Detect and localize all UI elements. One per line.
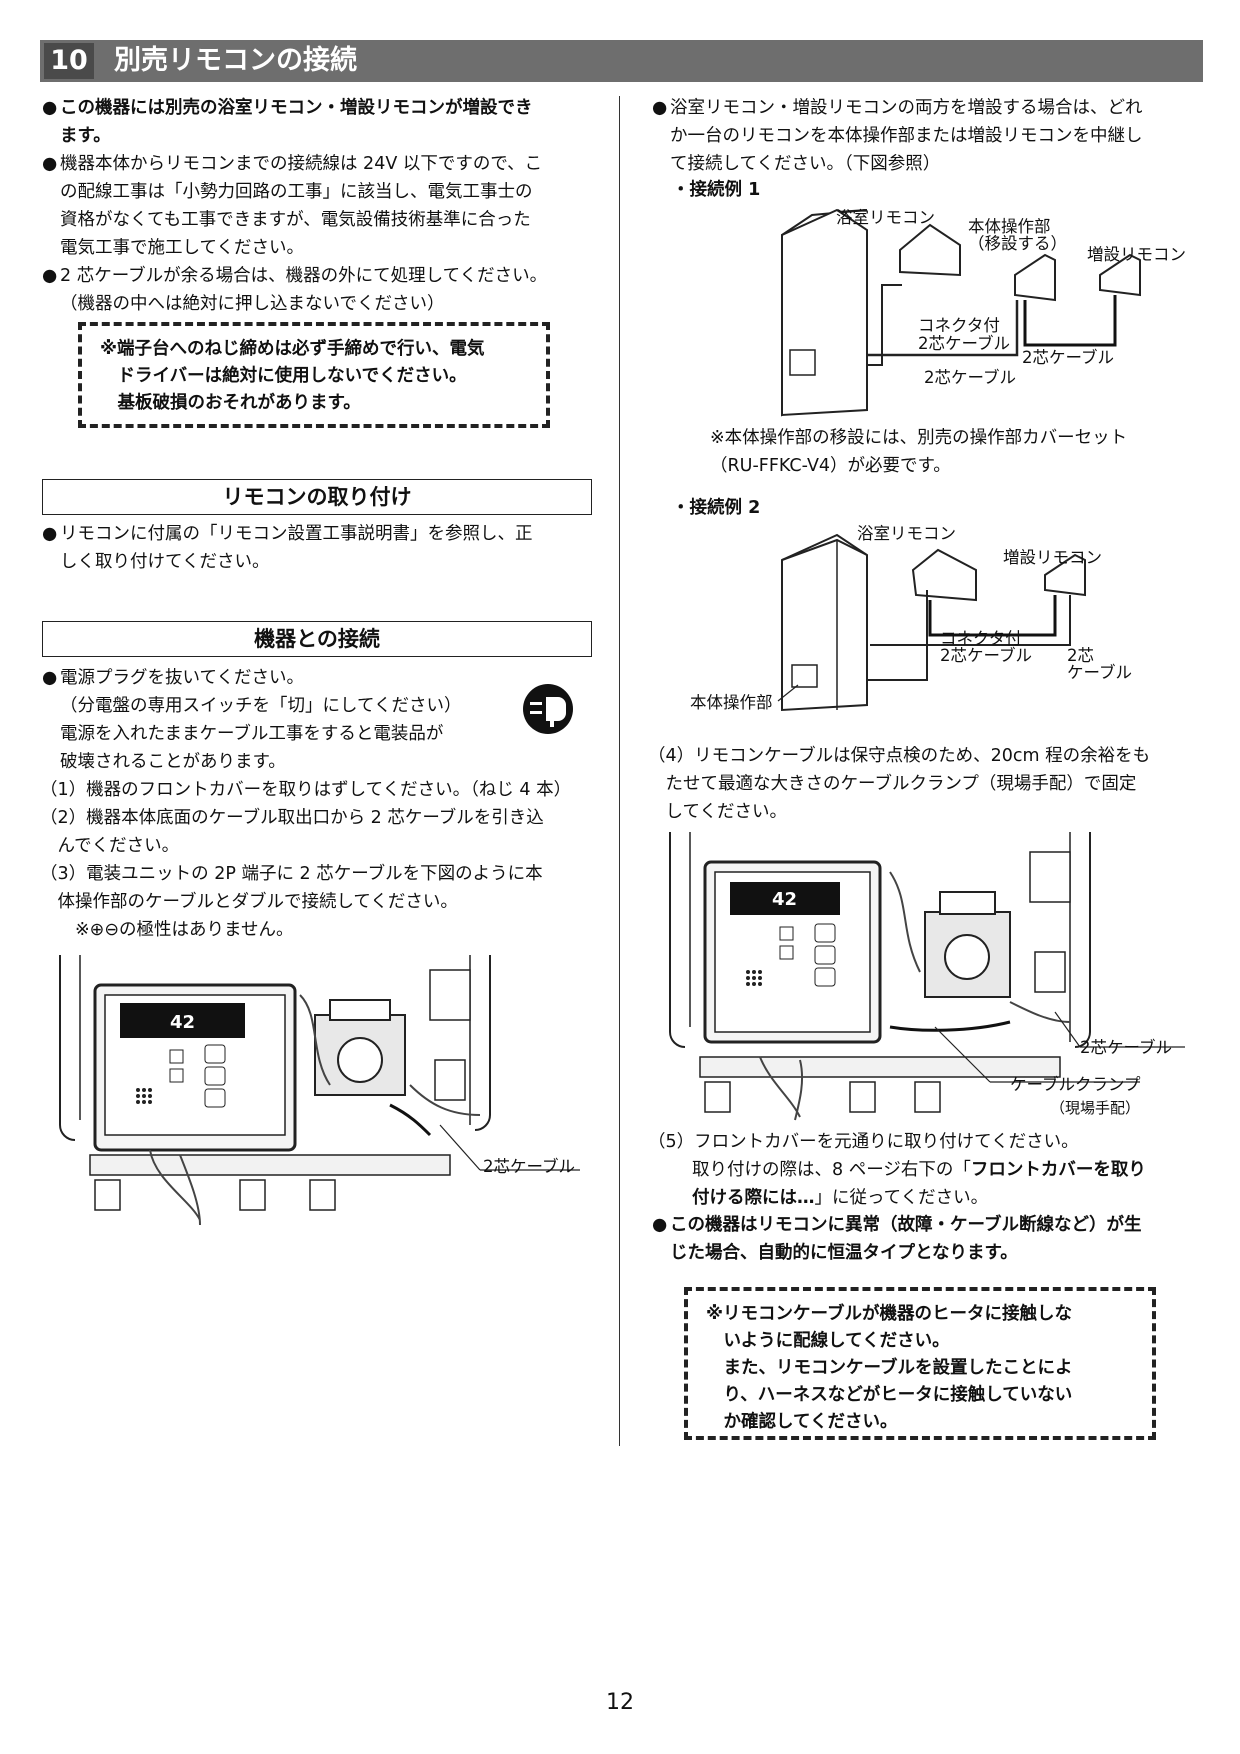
- left-intro: ● この機器には別売の浴室リモコン・増設リモコンが増設でき ます。 ● 機器本体…: [42, 94, 600, 318]
- label-connector-cable-1: 2芯ケーブル: [918, 334, 1011, 353]
- section-heading-connect: 機器との接続: [42, 621, 592, 657]
- right-intro: ● 浴室リモコン・増設リモコンの両方を増設する場合は、どれ か一台のリモコンを本…: [652, 98, 1143, 174]
- section-title: 別売リモコンの接続: [114, 45, 357, 76]
- clamp-sub-label: （現場手配）: [1050, 1099, 1141, 1117]
- label-main-panel-1: 本体操作部: [968, 217, 1051, 236]
- label-extra-remote-1: 増設リモコン: [1087, 245, 1186, 264]
- label-relocate: （移設する）: [968, 234, 1067, 253]
- label-two-core-cable: ケーブル: [1067, 663, 1133, 682]
- steps-left: （1）機器のフロントカバーを取りはずしてください。（ねじ 4 本） （2）機器本…: [40, 780, 572, 940]
- step4-text: （4）リモコンケーブルは保守点検のため、20cm 程の余裕をも たせて最適な大き…: [648, 746, 1151, 822]
- connection-example-1-diagram: [781, 208, 1141, 417]
- display-temp-right: 42: [772, 889, 797, 910]
- caution-box-right: ※リモコンケーブルが機器のヒータに接触しな いように配線してください。 また、リ…: [684, 1287, 1156, 1440]
- clamp-label: ケーブルクランプ: [1010, 1075, 1141, 1094]
- column-divider: [619, 96, 620, 1446]
- section-heading-mount: リモコンの取り付け: [42, 479, 592, 515]
- example1-title: ・接続例 1: [672, 180, 761, 200]
- unplug-text: ● 電源プラグを抜いてください。 （分電盤の専用スイッチを「切」にしてください）…: [42, 668, 462, 772]
- intro-item-1: ● この機器には別売の浴室リモコン・増設リモコンが増設でき ます。: [42, 98, 533, 146]
- intro-item-2: ● 機器本体からリモコンまでの接続線は 24V 以下ですので、こ の配線工事は「…: [42, 154, 543, 258]
- intro-item-3: ● 2 芯ケーブルが余る場合は、機器の外にて処理してください。 （機器の中へは絶…: [42, 266, 548, 314]
- display-temp-left: 42: [170, 1012, 195, 1033]
- cable-label-left: 2芯ケーブル: [483, 1157, 576, 1176]
- example1-note: ※本体操作部の移設には、別売の操作部カバーセット （RU-FFKC-V4）が必要…: [710, 428, 1128, 476]
- label-two-core: 2芯: [1067, 646, 1094, 665]
- label-connector-cable-2: 2芯ケーブル: [940, 646, 1033, 665]
- mount-text: ● リモコンに付属の「リモコン設置工事説明書」を参照し、正 しく取り付けてくださ…: [42, 524, 533, 572]
- label-connector-1: コネクタ付: [918, 316, 1000, 335]
- section-number: 10: [44, 43, 94, 79]
- wiring-figure-left: 42: [59, 955, 580, 1225]
- connection-example-2-diagram: [777, 533, 1086, 712]
- label-bath-remote-2: 浴室リモコン: [857, 524, 956, 543]
- caution-box-left: ※端子台へのねじ締めは必ず手締めで行い、電気 ドライバーは絶対に使用しないでくだ…: [78, 322, 550, 428]
- page-number: 12: [606, 1690, 634, 1715]
- cable-label-right: 2芯ケーブル: [1080, 1038, 1173, 1057]
- label-connector-2: コネクタ付: [940, 629, 1022, 648]
- step5-text: （5）フロントカバーを元通りに取り付けてください。 取り付けの際は、8 ページ右…: [648, 1132, 1146, 1208]
- unplug-icon: [523, 684, 573, 734]
- label-bath-remote-1: 浴室リモコン: [836, 208, 935, 227]
- section-header-bar: [40, 40, 1203, 82]
- example2-title: ・接続例 2: [672, 498, 761, 518]
- label-main-panel-2: 本体操作部: [690, 693, 773, 712]
- label-extra-remote-2: 増設リモコン: [1003, 548, 1102, 567]
- label-cable-b: 2芯ケーブル: [924, 368, 1017, 387]
- label-cable-a: 2芯ケーブル: [1022, 348, 1115, 367]
- remote-failure-warning: ● この機器はリモコンに異常（故障・ケーブル断線など）が生 じた場合、自動的に恒…: [652, 1215, 1142, 1263]
- wiring-figure-right: 42: [669, 832, 1185, 1121]
